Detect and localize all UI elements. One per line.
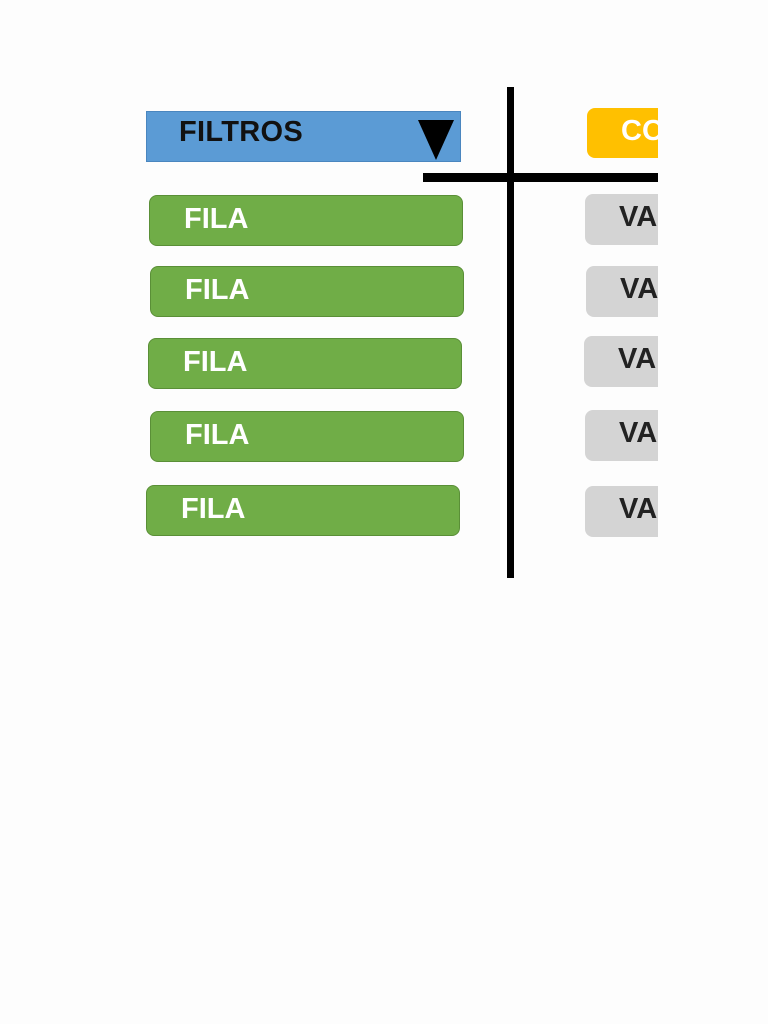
- triangle-down-icon[interactable]: [418, 120, 454, 160]
- filters-dropdown[interactable]: FILTROS: [146, 111, 461, 162]
- row-button[interactable]: FILA: [149, 195, 463, 246]
- vertical-divider: [507, 87, 514, 578]
- row-button[interactable]: FILA: [150, 266, 464, 317]
- row-button[interactable]: FILA: [146, 485, 460, 536]
- row-button[interactable]: FILA: [148, 338, 462, 389]
- value-cell[interactable]: VA: [585, 486, 658, 537]
- value-cell[interactable]: VA: [586, 266, 658, 317]
- row-button[interactable]: FILA: [150, 411, 464, 462]
- pivot-diagram: FILTROS CO FILA FILA FILA FILA FILA VA V…: [146, 87, 658, 578]
- horizontal-divider: [423, 173, 658, 182]
- filters-label: FILTROS: [179, 116, 303, 148]
- value-cell[interactable]: VA: [585, 194, 658, 245]
- value-cell[interactable]: VA: [585, 410, 658, 461]
- columns-button[interactable]: CO: [587, 108, 658, 158]
- value-cell[interactable]: VA: [584, 336, 658, 387]
